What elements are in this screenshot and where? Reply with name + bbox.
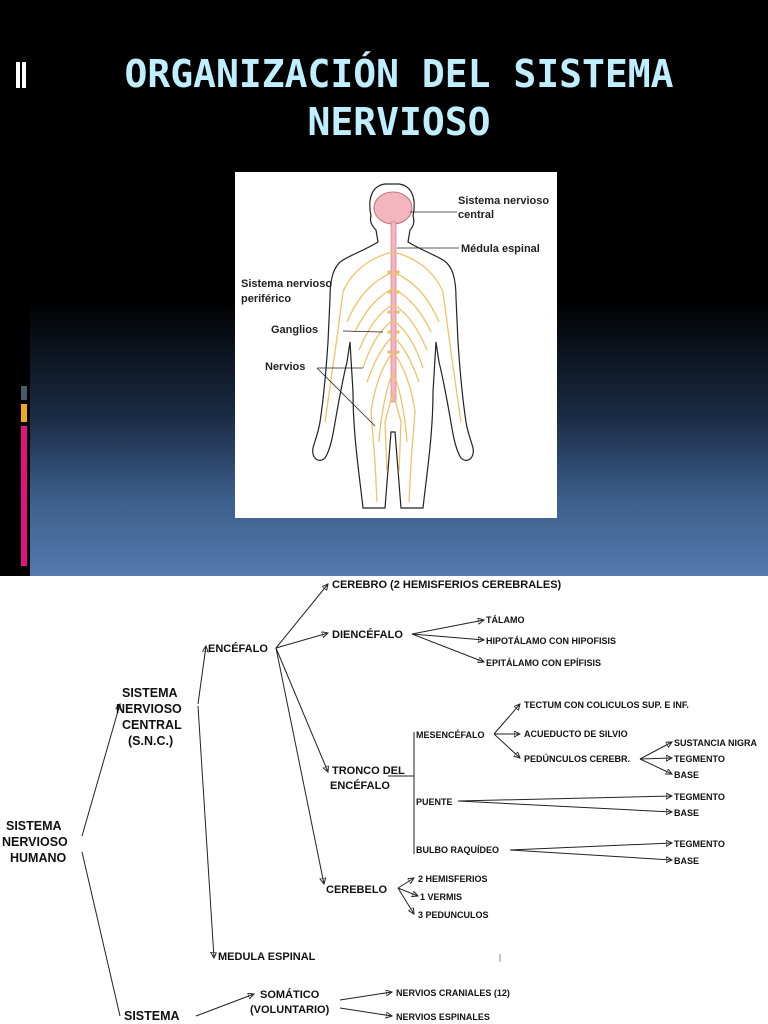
node-tronco-1: TRONCO DEL [332,765,405,777]
leader-lines [316,211,459,427]
page-title: ORGANIZACIÓN DEL SISTEMA NERVIOSO [30,50,768,146]
brain [373,191,413,225]
nervous-system-tree-diagram: SISTEMA NERVIOSO HUMANO SISTEMA NERVIOSO… [2,579,758,1023]
node-acueducto: ACUEDUCTO DE SILVIO [524,729,628,739]
accent-bar-pink [21,426,27,566]
root-label-1: SISTEMA [6,819,62,833]
node-somatico-2: (VOLUNTARIO) [250,1004,330,1016]
node-base-3: BASE [674,856,699,866]
title-line-1: ORGANIZACIÓN DEL SISTEMA [124,52,674,96]
accent-bar-gray [21,386,27,400]
node-cerebro: CEREBRO (2 HEMISFERIOS CEREBRALES) [332,579,562,591]
accent-bar-top-left [16,62,20,88]
snp-label-1: SISTEMA [124,1009,180,1023]
nervous-system-illustration: Sistema nervioso central Médula espinal … [235,172,557,518]
snc-label-2: NERVIOSO [116,702,182,716]
spinal-cord [390,221,397,403]
node-base-2: BASE [674,808,699,818]
node-somatico-1: SOMÁTICO [260,988,320,1001]
node-bulbo: BULBO RAQUÍDEO [416,845,499,855]
node-diencefalo: DIENCÉFALO [332,628,403,641]
label-ganglios: Ganglios [271,324,318,336]
slide: ORGANIZACIÓN DEL SISTEMA NERVIOSO [0,0,768,576]
root-label-3: HUMANO [10,851,67,865]
node-puente: PUENTE [416,797,453,807]
node-nervios-craneales: NERVIOS CRANIALES (12) [396,988,510,998]
title-line-2: NERVIOSO [307,100,491,144]
label-medula: Médula espinal [461,243,540,255]
node-tronco-2: ENCÉFALO [330,779,390,792]
snc-label-1: SISTEMA [122,686,178,700]
tree-connectors [81,584,672,1016]
node-sustancia-nigra: SUSTANCIA NIGRA [674,738,758,748]
ganglia [387,270,400,354]
node-encefalo: ENCÉFALO [208,642,268,655]
label-nervios: Nervios [265,361,305,373]
node-tegmento-3: TEGMENTO [674,839,725,849]
label-snp-2: periférico [241,293,291,305]
node-pedunculos: PEDÚNCULOS CEREBR. [524,753,630,764]
node-pedunculos-3: 3 PEDUNCULOS [418,910,489,920]
snc-label-4: (S.N.C.) [128,734,173,748]
node-vermis: 1 VERMIS [420,892,462,902]
accent-bar-yellow [21,404,27,422]
node-mesencefalo: MESENCÉFALO [416,730,485,740]
root-label-2: NERVIOSO [2,835,68,849]
node-hipotalamo: HIPOTÁLAMO CON HIPOFISIS [486,636,616,646]
node-medula-espinal: MEDULA ESPINAL [218,951,316,963]
node-tegmento-2: TEGMENTO [674,792,725,802]
accent-bar-top-left-2 [22,62,26,88]
node-epitalamo: EPITÁLAMO CON EPÍFISIS [486,658,601,668]
label-snp-1: Sistema nervioso [241,278,332,290]
node-nervios-espinales: NERVIOS ESPINALES [396,1012,490,1022]
node-cerebelo: CEREBELO [326,884,388,896]
label-snc-1: Sistema nervioso [458,195,549,207]
node-tectum: TECTUM CON COLICULOS SUP. E INF. [524,700,689,710]
node-tegmento-1: TEGMENTO [674,754,725,764]
nerves [324,251,462,503]
node-hemisferios: 2 HEMISFERIOS [418,874,488,884]
snc-label-3: CENTRAL [122,718,182,732]
node-base-1: BASE [674,770,699,780]
node-talamo: TÁLAMO [486,615,525,625]
label-snc-2: central [458,209,494,221]
